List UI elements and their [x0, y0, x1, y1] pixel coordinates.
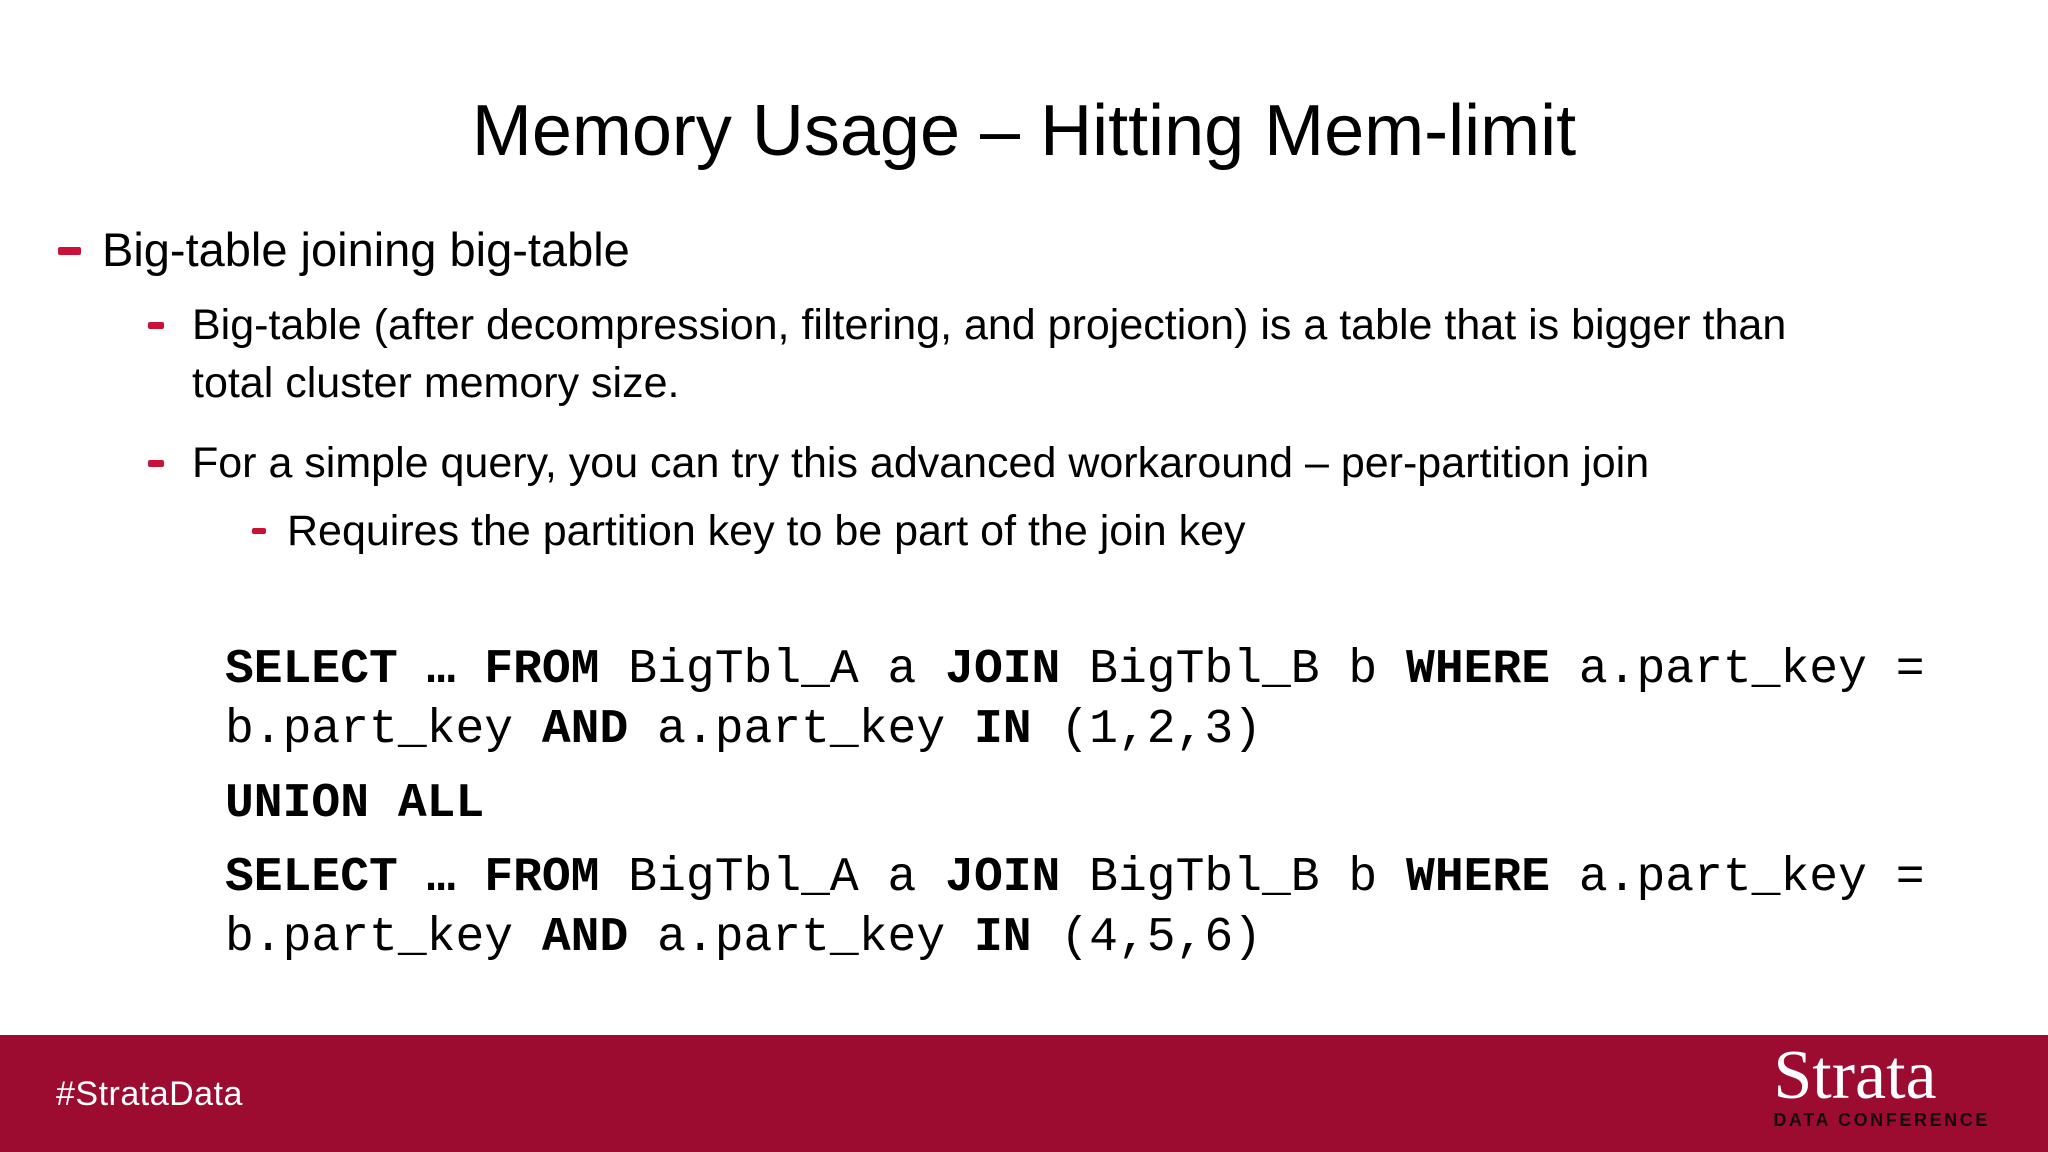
bullet-dash-icon: [148, 460, 164, 468]
code-block: SELECT … FROM BigTbl_A a JOIN BigTbl_B b…: [225, 640, 2048, 968]
bullet-dash-icon: [252, 528, 266, 535]
bullet-text: Big-table (after decompression, filterin…: [192, 301, 1787, 408]
bullet-text: Big-table joining big-table: [102, 223, 630, 277]
code-line: b.part_key AND a.part_key IN (1,2,3): [225, 703, 1262, 758]
strata-logo-title: Strata: [1773, 1037, 1937, 1114]
footer-bar: #StrataData Strata DATA CONFERENCE: [0, 1035, 2048, 1152]
code-line: UNION ALL: [225, 777, 485, 832]
code-line: SELECT … FROM BigTbl_A a JOIN BigTbl_B b…: [225, 643, 1925, 698]
code-statement: UNION ALL: [225, 774, 2048, 834]
bullet-item: For a simple query, you can try this adv…: [148, 434, 2048, 492]
strata-logo: Strata DATA CONFERENCE: [1773, 1037, 1990, 1131]
slide-title: Memory Usage – Hitting Mem-limit: [471, 91, 1577, 172]
code-statement: SELECT … FROM BigTbl_A a JOIN BigTbl_B b…: [225, 640, 2048, 760]
bullet-item: Big-table (after decompression, filterin…: [148, 296, 2048, 412]
strata-logo-subtitle: DATA CONFERENCE: [1773, 1110, 1990, 1130]
bullet-dash-icon: [148, 322, 164, 330]
code-statement: SELECT … FROM BigTbl_A a JOIN BigTbl_B b…: [225, 848, 2048, 968]
bullet-dash-icon: [58, 247, 81, 256]
code-line: SELECT … FROM BigTbl_A a JOIN BigTbl_B b…: [225, 851, 1925, 906]
bullet-text: Requires the partition key to be part of…: [287, 507, 1246, 556]
bullet-item: Big-table joining big-table: [58, 220, 2048, 280]
code-line: b.part_key AND a.part_key IN (4,5,6): [225, 911, 1262, 966]
hashtag-label: #StrataData: [56, 1075, 243, 1113]
bullet-item: Requires the partition key to be part of…: [252, 502, 2048, 560]
bullet-text: For a simple query, you can try this adv…: [192, 439, 1650, 488]
